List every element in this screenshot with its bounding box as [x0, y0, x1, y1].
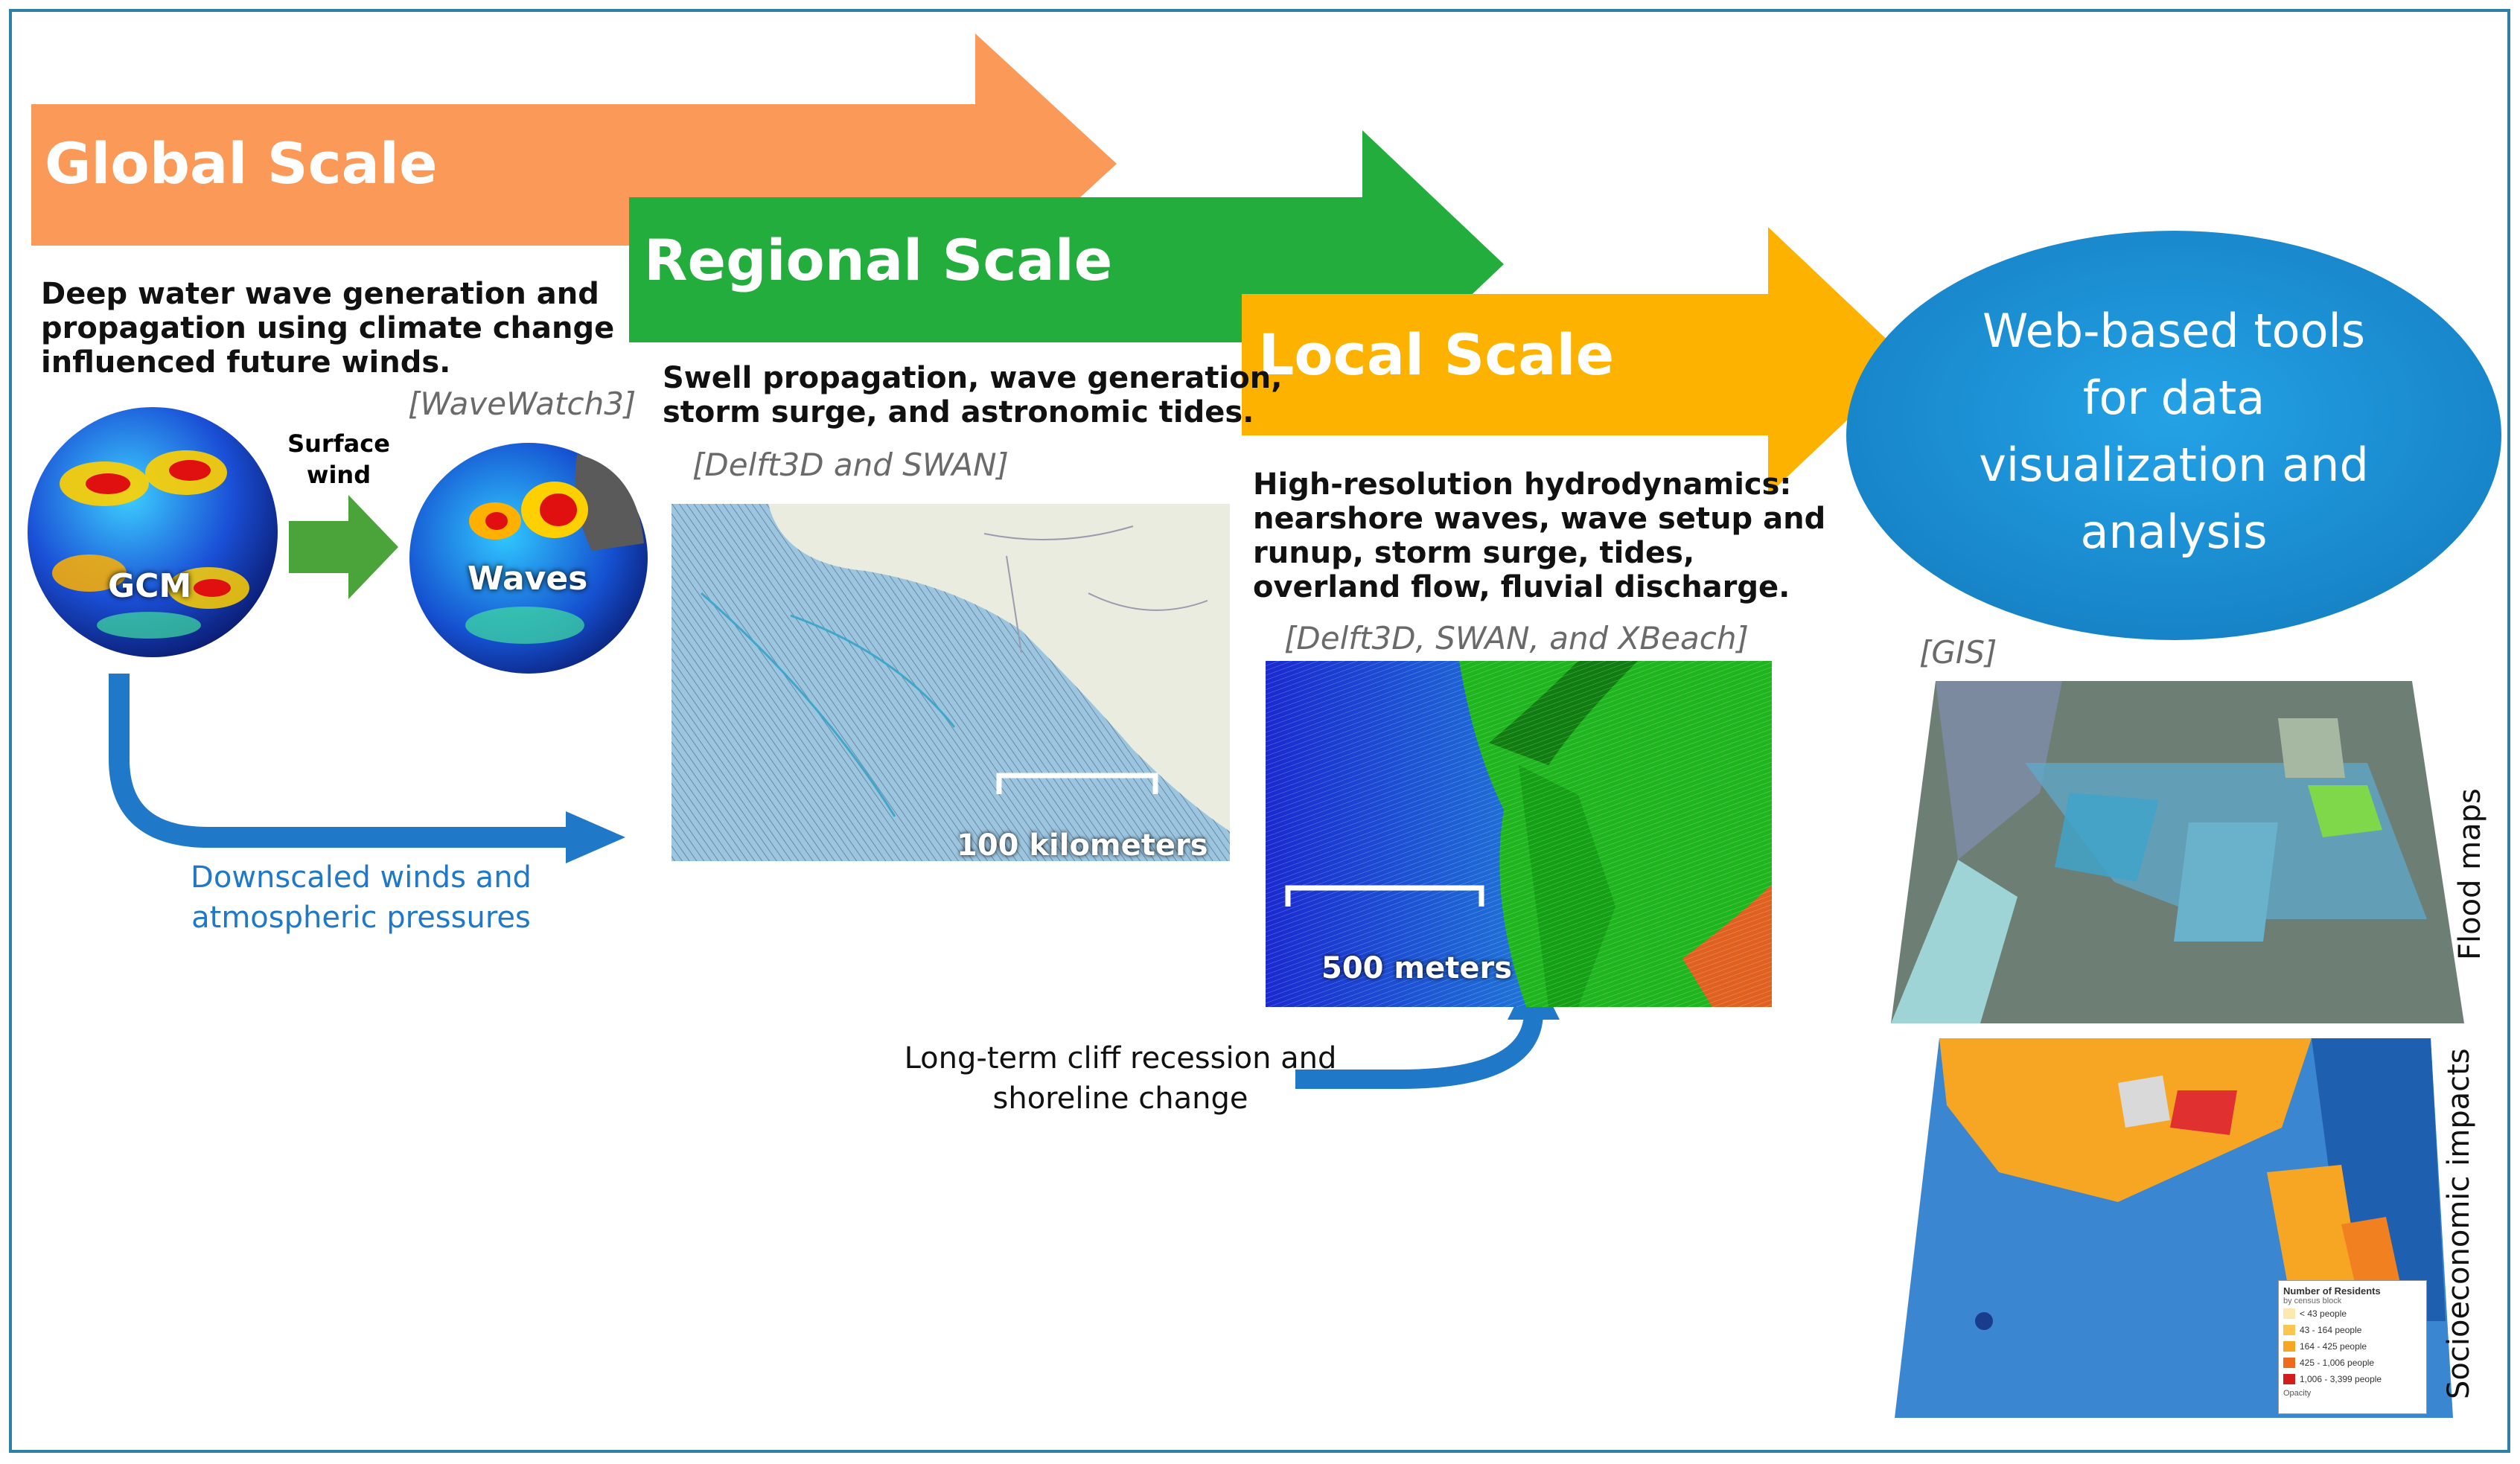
regional-scale-bar-label: 100 kilometers: [957, 828, 1208, 863]
local-description: High-resolution hydrodynamics: nearshore…: [1253, 467, 1826, 604]
waves-label: Waves: [468, 560, 588, 598]
legend-title: Number of Residents: [2283, 1285, 2381, 1297]
gcm-globe: [28, 407, 278, 657]
downscale-arrow: [109, 674, 573, 848]
legend-subtitle: by census block: [2283, 1297, 2342, 1305]
surface-wind-arrow: [289, 495, 398, 599]
legend-item: < 43 people: [2283, 1305, 2422, 1322]
global-description: Deep water wave generation and propagati…: [41, 277, 615, 380]
gcm-label: GCM: [108, 567, 192, 605]
downscale-note: Downscaled winds and atmospheric pressur…: [191, 860, 532, 935]
waves-globe: [409, 443, 648, 674]
global-scale-label: Global Scale: [45, 130, 438, 196]
surface-wind-label: Surface wind: [287, 429, 390, 489]
regional-tool: [Delft3D and SWAN]: [692, 447, 1009, 483]
cliff-note: Long-term cliff recession and shoreline …: [904, 1041, 1337, 1116]
socioeconomic-impacts-label: Socioeconomic impacts: [2442, 1048, 2476, 1399]
regional-description: Swell propagation, wave generation, stor…: [663, 361, 1283, 429]
flood-map: [1891, 681, 2464, 1023]
legend-item: 43 - 164 people: [2283, 1322, 2422, 1338]
legend-footer: Opacity: [2283, 1389, 2312, 1398]
regional-map: [672, 504, 1230, 861]
local-scale-label: Local Scale: [1258, 322, 1615, 388]
residents-legend: Number of Residents by census block < 43…: [2278, 1280, 2427, 1414]
legend-item: 1,006 - 3,399 people: [2283, 1371, 2422, 1387]
flood-maps-label: Flood maps: [2453, 788, 2487, 960]
global-tool: [WaveWatch3]: [408, 386, 637, 422]
gis-tool: [GIS]: [1919, 634, 1997, 671]
cliff-recession-arrow: [1295, 1011, 1543, 1089]
local-map: [1266, 661, 1772, 1007]
diagram-frame: [9, 9, 2510, 1453]
web-tools-ellipse: [1846, 231, 2501, 640]
web-tools-text: Web-based tools for data visualization a…: [1979, 304, 2369, 559]
local-tool: [Delft3D, SWAN, and XBeach]: [1284, 620, 1749, 656]
legend-item: 425 - 1,006 people: [2283, 1355, 2422, 1371]
local-scale-arrow: [1242, 227, 1910, 495]
regional-scale-label: Regional Scale: [644, 227, 1113, 293]
local-scale-bar-label: 500 meters: [1321, 951, 1513, 985]
legend-item: 164 - 425 people: [2283, 1338, 2422, 1355]
